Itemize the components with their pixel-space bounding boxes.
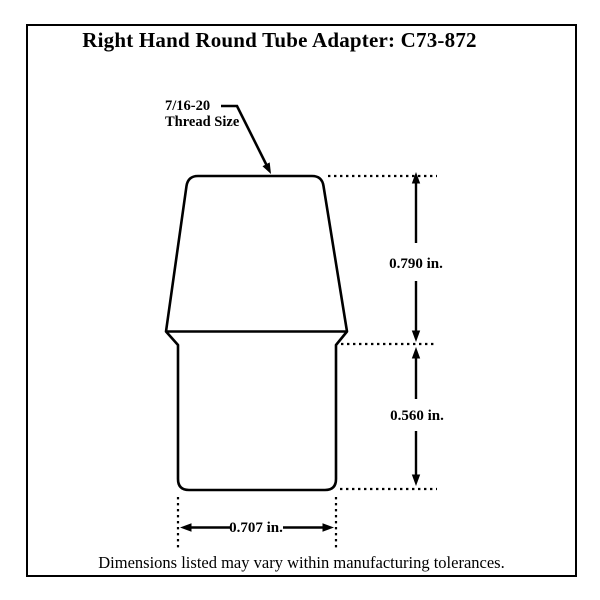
arrowhead-up-icon xyxy=(411,172,421,184)
arrowhead-leader-icon xyxy=(262,162,271,174)
page-title: Right Hand Round Tube Adapter: C73-872 xyxy=(82,28,477,52)
dim-tube-width-label: 0.707 in. xyxy=(229,520,283,536)
arrowhead-down-icon xyxy=(411,474,421,486)
arrowhead-up-icon xyxy=(411,347,421,359)
thread-size-label-line2: Thread Size xyxy=(165,114,240,130)
arrowhead-left-icon xyxy=(180,523,192,532)
dim-tube-height-label: 0.560 in. xyxy=(390,408,444,424)
dim-thread-height-label: 0.790 in. xyxy=(389,256,443,272)
adapter-outline xyxy=(164,174,349,492)
footer-note: Dimensions listed may vary within manufa… xyxy=(98,553,505,572)
arrowhead-right-icon xyxy=(322,523,334,532)
thread-size-label-line1: 7/16-20 xyxy=(165,98,210,114)
thread-leader-line xyxy=(221,104,268,166)
arrowhead-down-icon xyxy=(411,330,421,342)
